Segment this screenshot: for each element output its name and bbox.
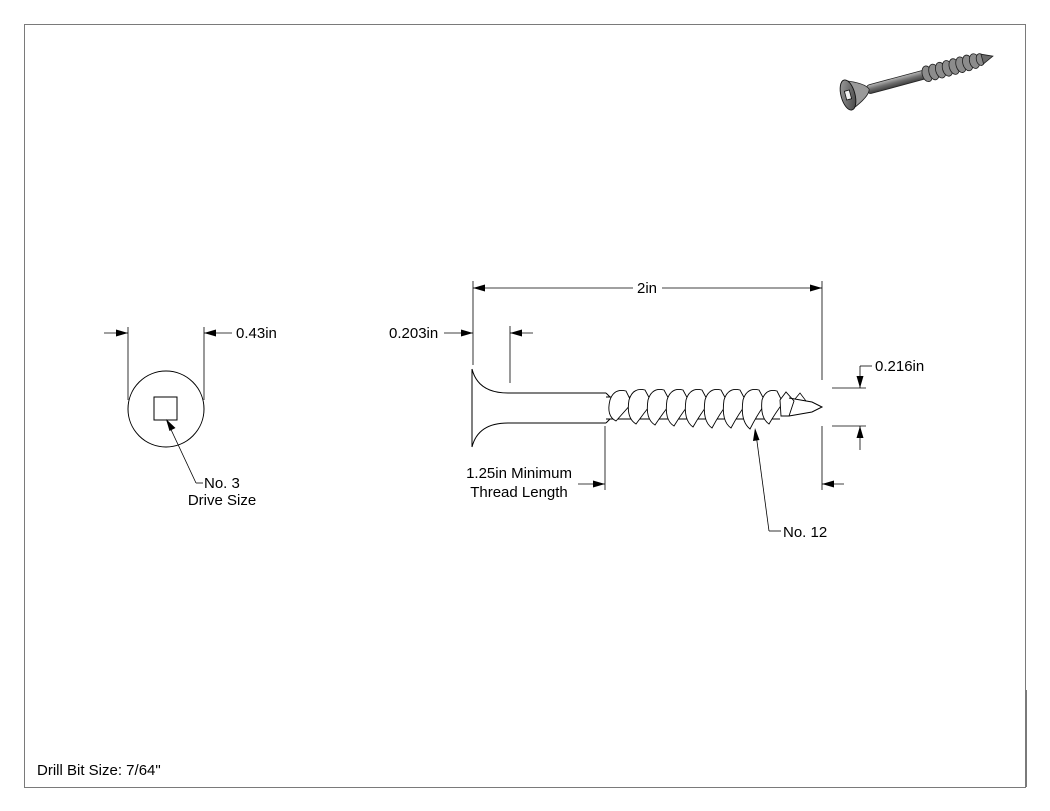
drive-size-callout: No. 3 Drive Size [166, 419, 256, 509]
overall-length-label: 2in [637, 280, 657, 297]
thread-length-dimension: 1.25in Minimum Thread Length [466, 426, 844, 501]
drill-bit-size-note: Drill Bit Size: 7/64" [37, 762, 161, 779]
thread-length-label-line1: 1.25in Minimum [466, 465, 572, 482]
screw-side-view [471, 368, 824, 448]
square-drive-recess [153, 396, 178, 421]
tip-diameter-label: 0.216in [875, 358, 924, 375]
drive-size-label-line1: No. 3 [204, 475, 240, 492]
thread-crests [608, 389, 784, 430]
sheet-border [24, 24, 1027, 788]
head-thickness-label: 0.203in [389, 325, 438, 342]
screw-isometric-view [839, 53, 994, 111]
drive-size-label-line2: Drive Size [188, 492, 256, 509]
head-diameter-label: 0.43in [236, 325, 277, 342]
tip-diameter-dimension: 0.216in [832, 358, 924, 450]
screw-size-callout: No. 12 [753, 428, 827, 541]
head-thickness-dimension: 0.203in [389, 325, 533, 383]
thread-length-label-line2: Thread Length [470, 484, 568, 501]
overall-length-dimension: 2in [472, 280, 823, 380]
head-diameter-dimension: 0.43in [104, 325, 277, 400]
screw-size-label: No. 12 [783, 524, 827, 541]
head-end-view [127, 370, 205, 448]
